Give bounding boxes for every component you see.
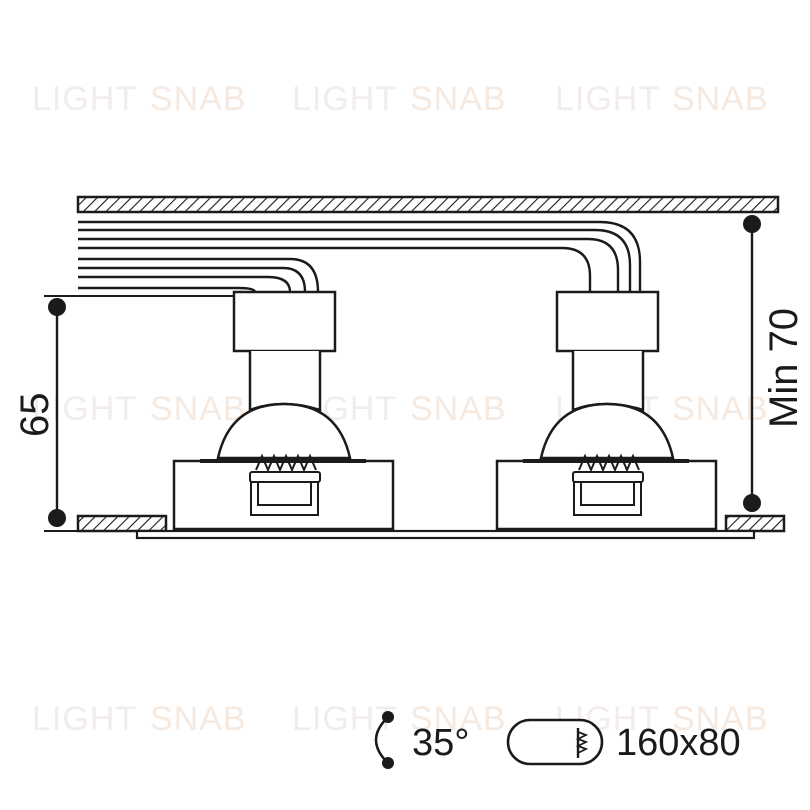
trim-plate [135, 529, 756, 540]
watermark-snab: SNAB [672, 80, 769, 118]
cutout-size-label: 160x80 [616, 722, 741, 764]
spring-clip [249, 453, 321, 516]
watermark-light: LIGHT [32, 80, 137, 118]
watermark-light: LIGHT [292, 80, 397, 118]
connector-box [555, 290, 660, 353]
fixture-right [495, 290, 718, 531]
watermark-snab: SNAB [150, 390, 247, 428]
dimension-endpoint [743, 215, 761, 233]
watermark-snab: SNAB [150, 700, 247, 738]
watermark-light: LIGHT [555, 80, 660, 118]
cutout-spec: 160x80 [506, 718, 741, 766]
watermark-snab: SNAB [672, 700, 769, 738]
tilt-rotation-icon [374, 711, 394, 769]
reflector [539, 402, 675, 460]
spring-clip [572, 453, 644, 516]
watermark-snab: SNAB [410, 390, 507, 428]
watermark-light: LIGHT [292, 700, 397, 738]
min-depth-label: Min 70 [762, 308, 806, 428]
fixture-left [172, 290, 395, 531]
min-depth-dimension: Min 70 [743, 215, 806, 512]
cables-left [78, 257, 320, 293]
watermark-snab: SNAB [150, 80, 247, 118]
watermark-snab: SNAB [672, 390, 769, 428]
reflector [216, 402, 352, 460]
dimension-endpoint [48, 298, 66, 316]
cables-right [78, 220, 642, 292]
lamp-socket [571, 351, 645, 412]
watermark-layer: LIGHT SNAB LIGHT SNAB LIGHT SNAB LIGHT S… [32, 80, 769, 738]
watermark-light: LIGHT [32, 390, 137, 428]
ceiling-panel-left [76, 514, 168, 533]
connector-box [232, 290, 337, 353]
watermark-light: LIGHT [32, 700, 137, 738]
dimension-endpoint [743, 494, 761, 512]
dimension-endpoint [48, 509, 66, 527]
tilt-spec: 35° [374, 711, 469, 769]
height-dimension: 65 [13, 295, 238, 532]
watermark-snab: SNAB [410, 80, 507, 118]
lamp-socket [248, 351, 322, 412]
height-label: 65 [13, 393, 57, 438]
ceiling-slab [76, 195, 780, 214]
ceiling-panel-right [724, 514, 786, 533]
rounded-cutout-icon [506, 718, 604, 766]
tilt-angle-label: 35° [412, 722, 469, 764]
watermark-snab: SNAB [410, 700, 507, 738]
